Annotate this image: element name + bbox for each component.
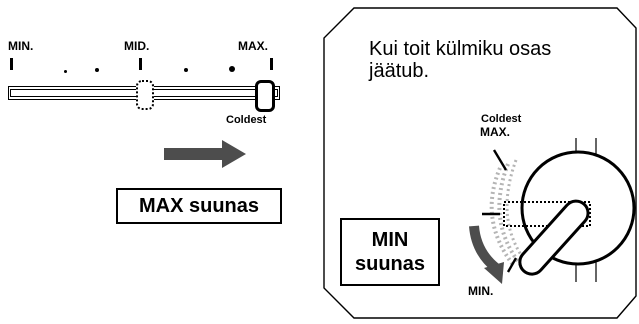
scale-dot: [229, 66, 235, 72]
temperature-dial-icon: [469, 138, 636, 284]
dial-panel: Kui toit külmiku osas jäätub. Coldest MA…: [318, 0, 639, 324]
coldest-label: Coldest: [226, 114, 267, 126]
instruction-line-2: jäätub.: [369, 60, 430, 82]
instruction-line-1: Kui toit külmiku osas: [369, 38, 552, 60]
dial-max-label: MAX.: [480, 125, 510, 139]
panel-frame: [323, 7, 637, 319]
slider-panel: MIN. MID. MAX. Coldest MAX suunas: [0, 0, 300, 324]
min-direction-box: MIN suunas: [340, 218, 440, 286]
scale-dot: [64, 70, 67, 73]
dial-min-label: MIN.: [468, 284, 494, 298]
max-tick-label: MAX.: [238, 39, 268, 53]
instruction-text: Kui toit külmiku osas jäätub.: [369, 38, 609, 82]
min-box-line-1: MIN: [371, 229, 409, 251]
max-direction-box: MAX suunas: [116, 188, 282, 224]
scale-dot: [95, 68, 99, 72]
arrow-right-icon: [164, 140, 246, 168]
min-tick-label: MIN.: [8, 39, 34, 53]
dial-coldest-label: Coldest: [481, 113, 522, 125]
previous-knob-position: [136, 80, 154, 110]
max-tick-mark: [270, 58, 273, 70]
min-box-line-2: suunas: [354, 253, 426, 275]
mid-tick-label: MID.: [124, 39, 150, 53]
min-tick-mark: [10, 58, 13, 70]
slider-knob[interactable]: [255, 80, 275, 112]
mid-tick-mark: [139, 58, 142, 70]
scale-dot: [184, 68, 188, 72]
